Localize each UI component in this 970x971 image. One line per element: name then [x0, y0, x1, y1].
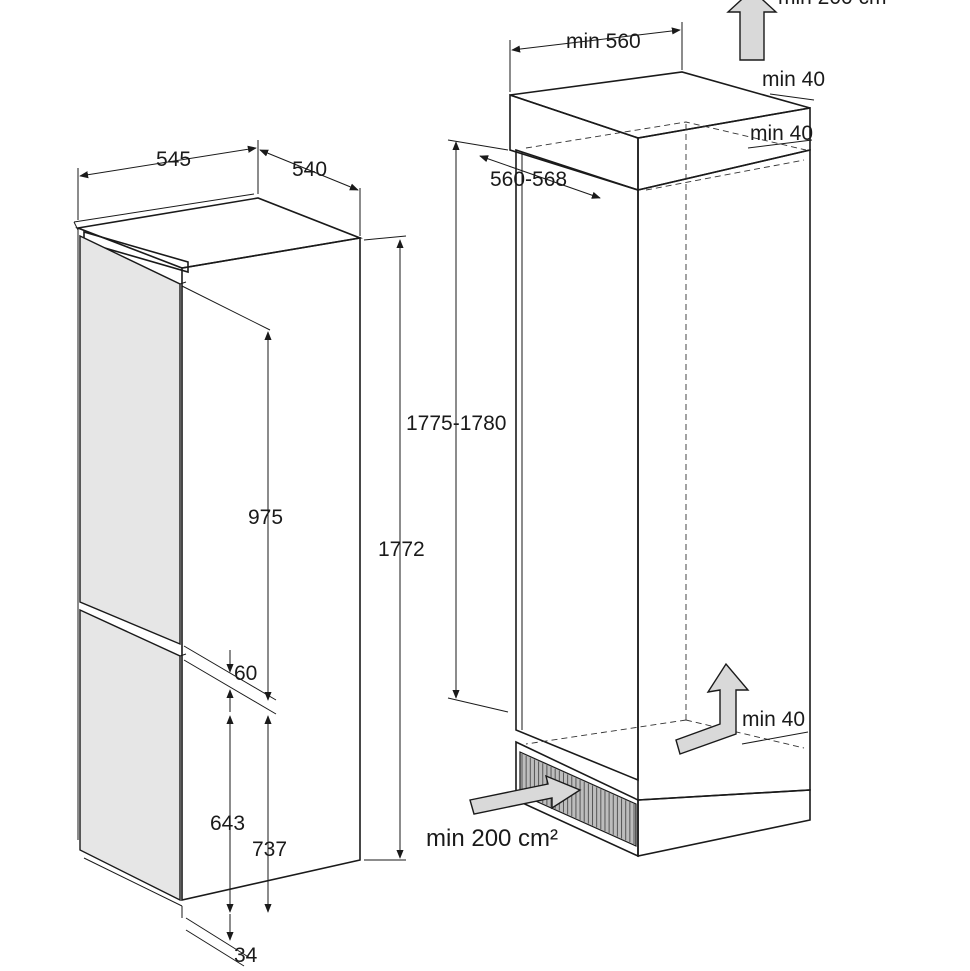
niche-left-wall	[515, 148, 639, 782]
lower-total-label: 737	[252, 838, 287, 861]
niche-width-label: min 560	[566, 30, 641, 53]
vent-inlet-label: min 200 cm²	[426, 825, 558, 852]
niche-depth-label: 560-568	[490, 168, 567, 191]
upper-door-dimension: 975	[181, 285, 283, 701]
lower-door-dimension: 643	[210, 715, 245, 913]
top-clearance-label-1: min 40	[762, 68, 825, 91]
air-outlet-arrow	[726, 0, 778, 61]
lower-total-dimension: 737	[252, 715, 287, 913]
top-clearance-1: min 40	[762, 68, 825, 101]
air-inlet-arrow	[469, 774, 582, 815]
upper-door	[79, 234, 181, 646]
top-clearance-2: min 40	[747, 122, 813, 149]
fridge-body	[73, 193, 363, 918]
gap-label: 60	[234, 662, 257, 685]
width-dimension: 545	[77, 140, 259, 220]
bottom-clearance-label: min 40	[742, 708, 805, 731]
bottom-dimension: 34	[185, 914, 258, 967]
niche-height-dimension: 1775-1780	[406, 139, 509, 713]
gap-dimension: 60	[183, 645, 277, 715]
depth-label: 540	[292, 158, 327, 181]
lower-door	[79, 608, 181, 902]
vent-outlet-label: min 200 cm²	[778, 0, 894, 9]
niche-width-dimension: min 560	[509, 22, 683, 92]
air-rising-arrow	[675, 662, 750, 755]
niche-drawing: min 560 min 40 min 40 560-568 1775-1780 …	[406, 0, 894, 858]
niche-inner-dashed	[525, 121, 807, 749]
fridge-drawing: 545 540 1772 975 60	[73, 140, 425, 967]
niche-height-label: 1775-1780	[406, 412, 506, 435]
depth-dimension: 540	[259, 149, 361, 236]
lower-door-label: 643	[210, 812, 245, 835]
top-clearance-label-2: min 40	[750, 122, 813, 145]
vent-grille	[519, 751, 637, 847]
height-dimension: 1772	[363, 235, 425, 861]
width-label: 545	[156, 148, 191, 171]
bottom-label: 34	[234, 944, 258, 967]
bottom-clearance: min 40	[741, 708, 809, 745]
upper-door-label: 975	[248, 506, 283, 529]
height-label: 1772	[378, 538, 425, 561]
niche-depth-dimension: 560-568	[479, 155, 601, 199]
